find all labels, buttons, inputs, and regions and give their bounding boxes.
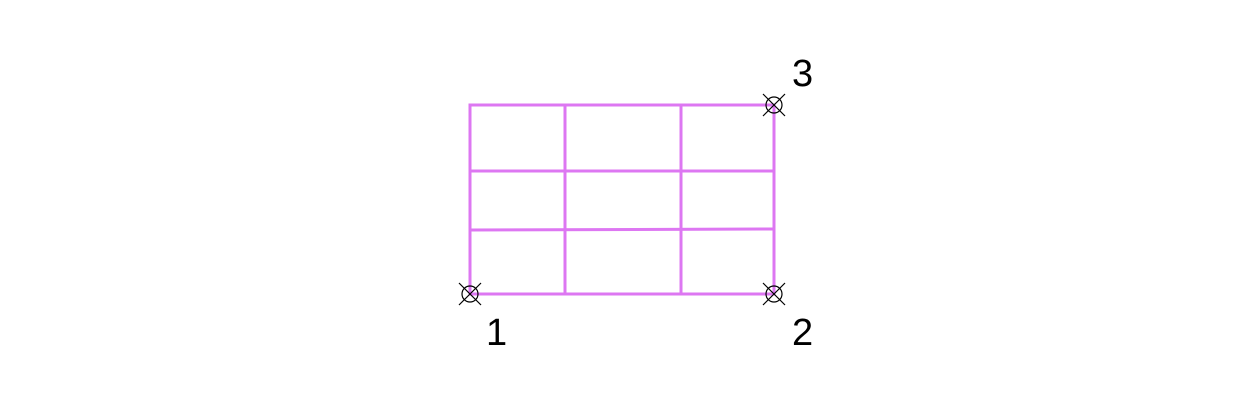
point-3-label: 3 (792, 53, 813, 95)
point-1-label: 1 (486, 312, 507, 354)
grid-outline (468, 103, 776, 296)
point-2-label: 2 (792, 312, 813, 354)
grid-group (468, 103, 776, 296)
point-2-marker: 2 (762, 282, 813, 354)
circle-cross-marker-icon (762, 93, 786, 117)
point-3-marker: 3 (762, 53, 813, 117)
grid-row-line-2 (469, 227, 775, 232)
point-1-marker: 1 (458, 282, 507, 354)
circle-cross-marker-icon (762, 282, 786, 306)
circle-cross-marker-icon (458, 282, 482, 306)
